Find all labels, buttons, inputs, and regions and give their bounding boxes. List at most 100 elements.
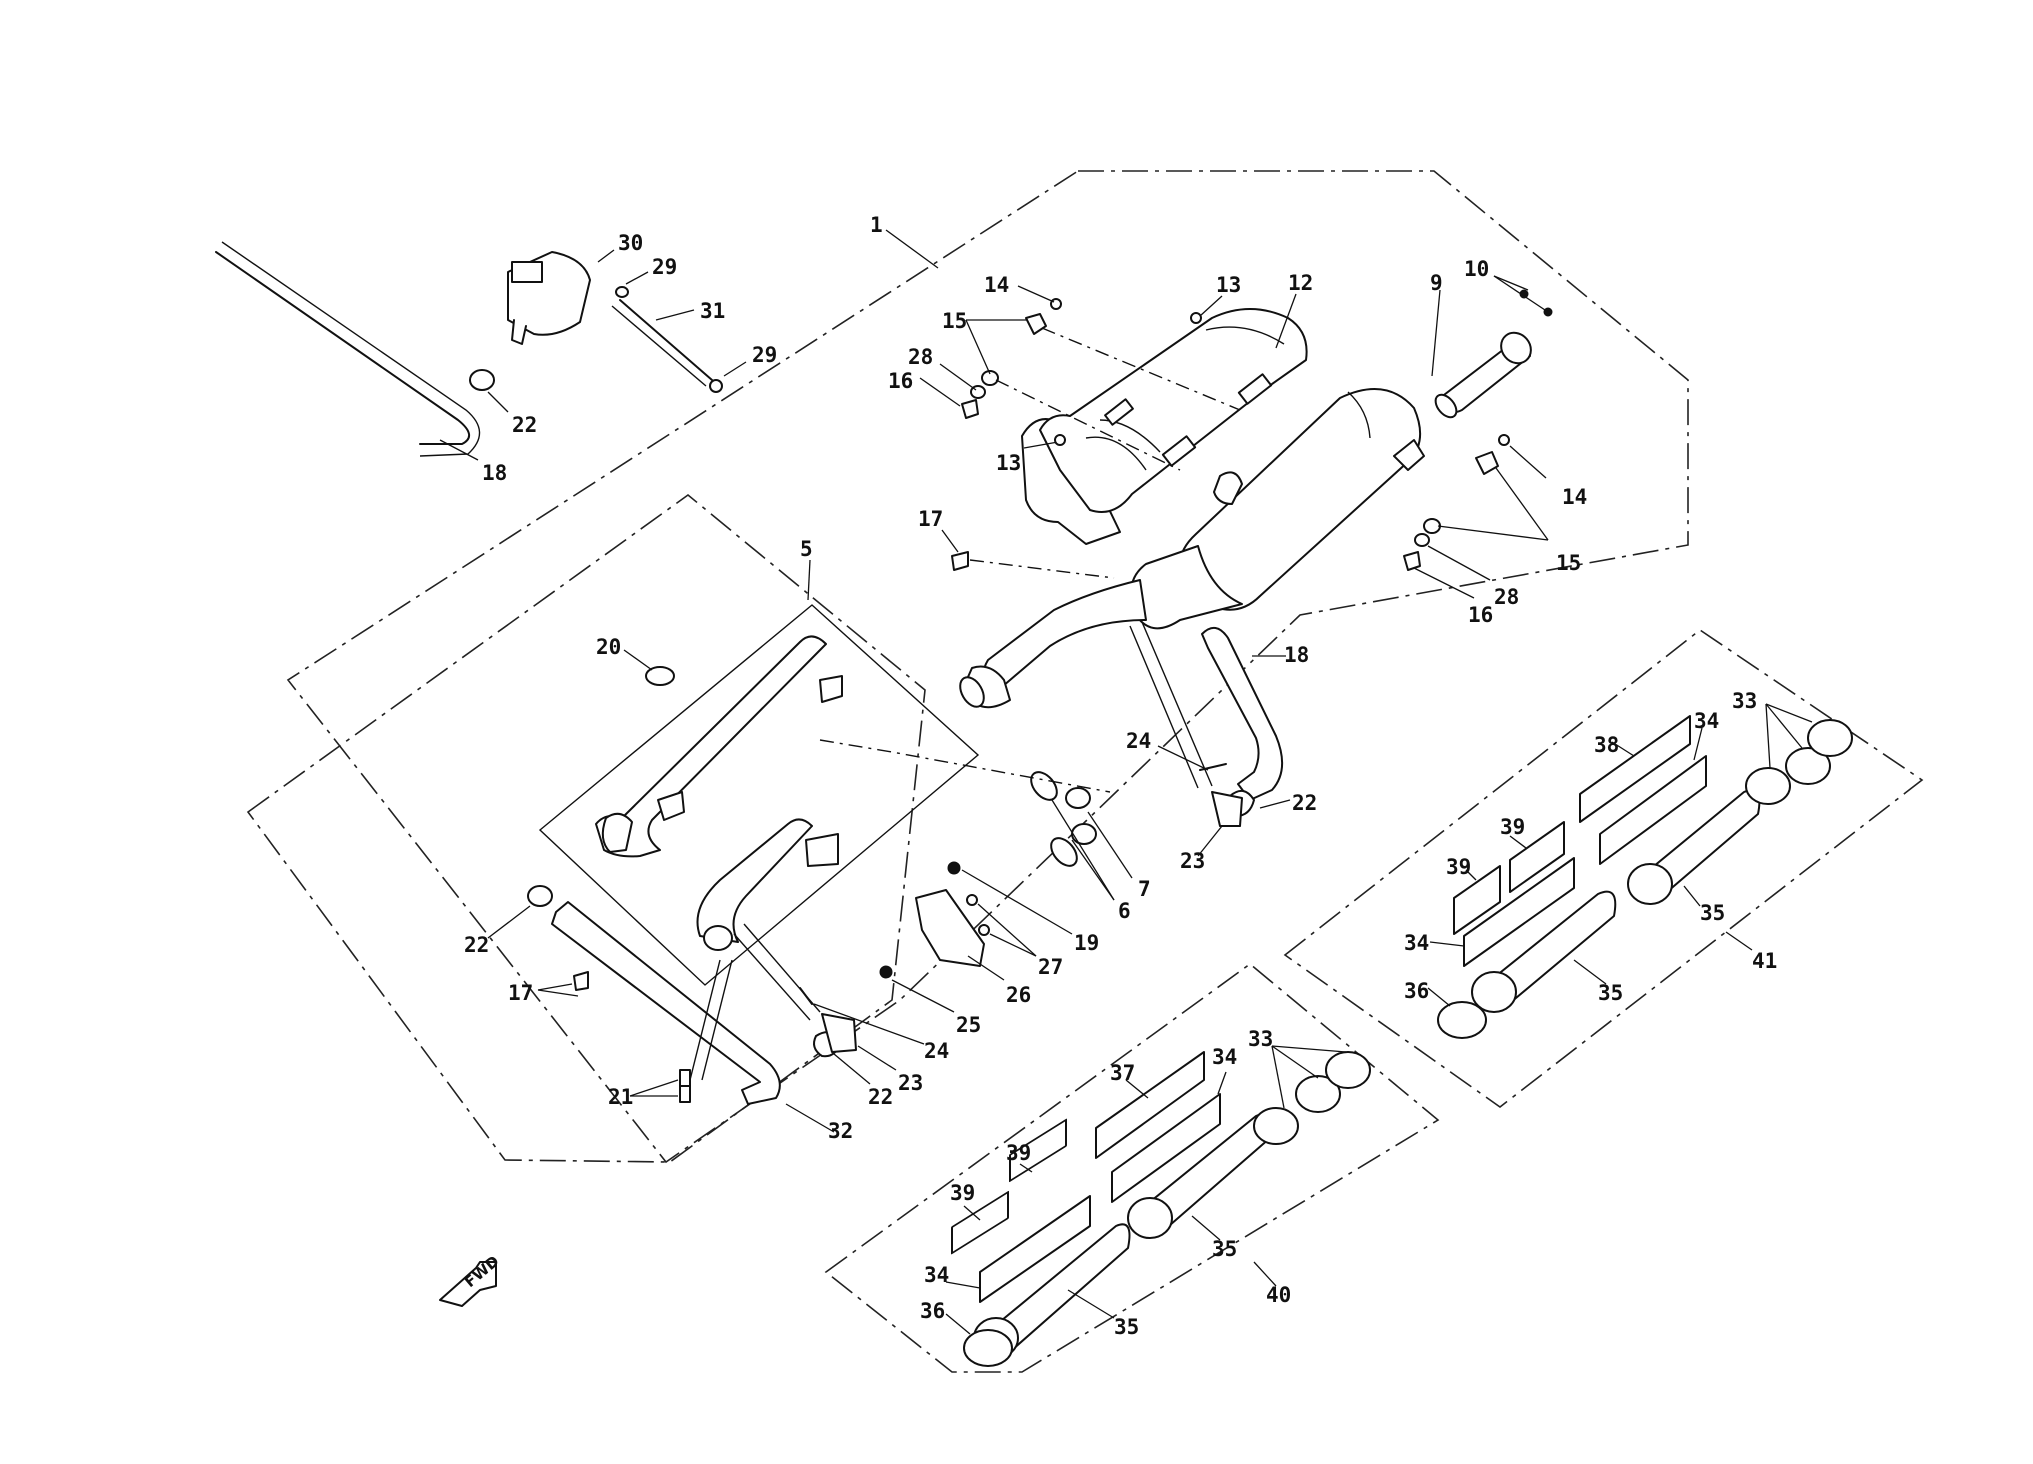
group-1-outline: [286, 170, 1689, 1164]
hose-18-right: [1201, 627, 1283, 801]
callout-15-top: 15: [942, 309, 967, 333]
grommet-27a: [966, 894, 978, 906]
pipe-outlet: [959, 676, 985, 708]
leader-29a: [625, 271, 649, 285]
spring-dash-path: [819, 739, 1111, 793]
nut-15-top: [1025, 313, 1047, 335]
spring-6b: [1050, 837, 1078, 867]
callout-16-right: 16: [1468, 603, 1493, 627]
front-pipe-bracket-b: [805, 833, 839, 867]
callout-24-right: 24: [1126, 729, 1151, 753]
leader-17b2: [537, 989, 579, 997]
fwd-arrow-shape: [439, 1261, 497, 1307]
callout-39-lower-b: 39: [1006, 1141, 1031, 1165]
callout-37: 37: [1110, 1061, 1135, 1085]
leader-6a: [1051, 799, 1115, 901]
leader-14b: [1509, 445, 1547, 479]
callout-27: 27: [1038, 955, 1063, 979]
gasket-20: [645, 666, 675, 686]
sleeve-35-c-end: [1471, 971, 1517, 1013]
leader-28a: [939, 363, 977, 391]
leader-23b: [857, 1045, 897, 1071]
canister-assembly: [215, 241, 747, 461]
muffler-assembly: [885, 229, 1549, 709]
callout-14-top: 14: [984, 273, 1009, 297]
front-pipe-flange: [601, 812, 633, 853]
callout-22-right: 22: [1292, 791, 1317, 815]
callout-34-upper-a: 34: [1404, 931, 1429, 955]
leader-33b3: [1765, 703, 1813, 723]
leader-36a: [945, 1313, 971, 1335]
label-37: [1095, 1051, 1205, 1159]
callout-23-right: 23: [1180, 849, 1205, 873]
tube-21-b: [701, 959, 733, 1081]
clamp-33-lower-c: [1325, 1051, 1371, 1089]
leader-41: [1725, 931, 1753, 951]
wrap-kit-41: [1427, 703, 1853, 1039]
front-pipe-bracket-a: [819, 675, 843, 703]
wrap-34-a: [979, 1195, 1091, 1303]
clamp-22-canister: [469, 369, 495, 391]
callout-32: 32: [828, 1119, 853, 1143]
fwd-arrow-icon: FWD: [439, 1252, 503, 1307]
leader-17b1: [537, 983, 573, 991]
leader-18a: [439, 439, 479, 461]
callout-21: 21: [608, 1085, 633, 1109]
bracket-23-left: [821, 1013, 857, 1053]
wrap-34-d: [1599, 755, 1707, 865]
clamp-33-upper-a: [1745, 767, 1791, 805]
callout-39-upper-a: 39: [1446, 855, 1471, 879]
exhaust-pipe: [982, 579, 1147, 693]
bolt-16-left: [961, 399, 979, 419]
leader-13b: [1023, 441, 1059, 449]
leader-9: [1431, 289, 1441, 377]
leader-39d: [1465, 869, 1477, 881]
gasket-7b: [1071, 823, 1097, 845]
callout-17-upper: 17: [918, 507, 943, 531]
leader-34b: [1217, 1071, 1227, 1095]
heat-shield-tab-1: [1237, 373, 1273, 405]
callout-18-right: 18: [1284, 643, 1309, 667]
leader-34c: [1429, 941, 1465, 947]
callout-14-right: 14: [1562, 485, 1587, 509]
leader-21a: [629, 1079, 679, 1097]
callout-26: 26: [1006, 983, 1031, 1007]
spring-6a: [1030, 771, 1058, 801]
bracket-23-right: [1211, 791, 1243, 827]
callout-13-top: 13: [1216, 273, 1241, 297]
callout-labels: 1 5 9 10 12 13 13 14 14 15 15 16 16 28 2…: [464, 213, 1777, 1339]
clamp-36-upper: [1437, 1001, 1487, 1039]
callout-23-left: 23: [898, 1071, 923, 1095]
leader-27b: [989, 933, 1037, 957]
leader-24b: [813, 1003, 925, 1045]
callout-33-lower: 33: [1248, 1027, 1273, 1051]
dash-line-15: [1041, 327, 1241, 411]
nut-15-right: [1475, 451, 1499, 475]
callout-22-bottom: 22: [868, 1085, 893, 1109]
washer-28-right: [1423, 518, 1441, 534]
callout-31: 31: [700, 299, 725, 323]
washer-14-top: [1050, 298, 1062, 310]
callout-28-left: 28: [908, 345, 933, 369]
heat-shield-clip: [1213, 471, 1243, 505]
callout-13-mid: 13: [996, 451, 1021, 475]
leader-28b: [1427, 545, 1491, 581]
callout-1: 1: [870, 213, 883, 237]
leader-15b1: [1495, 467, 1549, 541]
leader-16b: [1413, 567, 1475, 599]
callout-39-upper-b: 39: [1500, 815, 1525, 839]
leader-31: [655, 309, 695, 321]
callout-6: 6: [1118, 899, 1131, 923]
leader-39c: [1509, 835, 1527, 849]
hose-right: [1129, 621, 1291, 857]
muffler-seam: [1347, 391, 1371, 439]
leader-10a: [1493, 275, 1529, 291]
clamp-33-lower-a: [1253, 1107, 1299, 1145]
front-pipe-bracket-c: [657, 791, 685, 821]
sleeve-35-d-end: [1627, 863, 1673, 905]
leader-15a2: [965, 319, 991, 375]
assembly-5-frame: [538, 604, 980, 986]
callout-35-lower-b: 35: [1212, 1237, 1237, 1261]
leader-22d: [833, 1053, 871, 1085]
heat-shield-band-2: [1085, 436, 1147, 471]
